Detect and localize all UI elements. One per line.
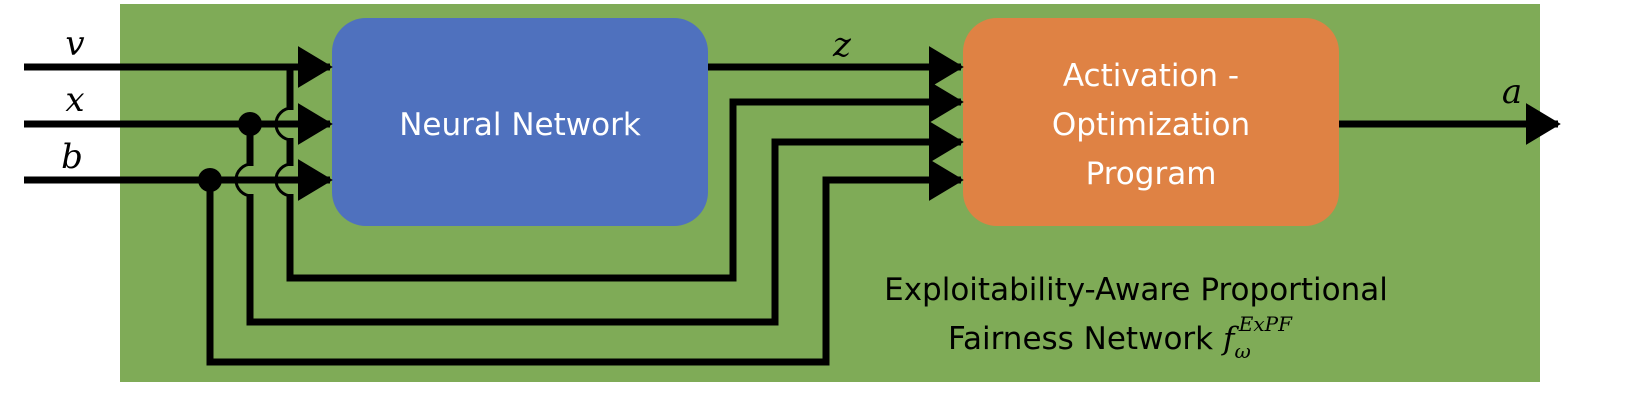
input-label-v: v	[65, 24, 84, 64]
activation-label-line1: Activation -	[1063, 58, 1239, 94]
bypass-wire-v	[274, 67, 964, 282]
input-label-b: b	[61, 137, 83, 177]
output-label-a: a	[1502, 72, 1522, 112]
intermediate-label-z: z	[832, 25, 852, 65]
caption-line1: Exploitability-Aware Proportional	[884, 272, 1388, 308]
caption-line2-text: Fairness Network	[948, 321, 1223, 357]
input-label-x: x	[65, 80, 84, 120]
bypass-wire-x	[234, 121, 964, 326]
bypass-wire-b	[206, 159, 964, 366]
neural-network-block[interactable]	[332, 18, 708, 226]
caption-math-sup: ExPF	[1238, 312, 1293, 336]
caption-line2: Fairness Network fωExPF	[948, 312, 1293, 363]
caption-math-sub: ω	[1234, 339, 1250, 363]
neural-network-label: Neural Network	[399, 107, 641, 143]
activation-label-line3: Program	[1086, 156, 1217, 192]
activation-label-line2: Optimization	[1052, 107, 1250, 143]
activation-optimization-block[interactable]	[963, 18, 1339, 226]
